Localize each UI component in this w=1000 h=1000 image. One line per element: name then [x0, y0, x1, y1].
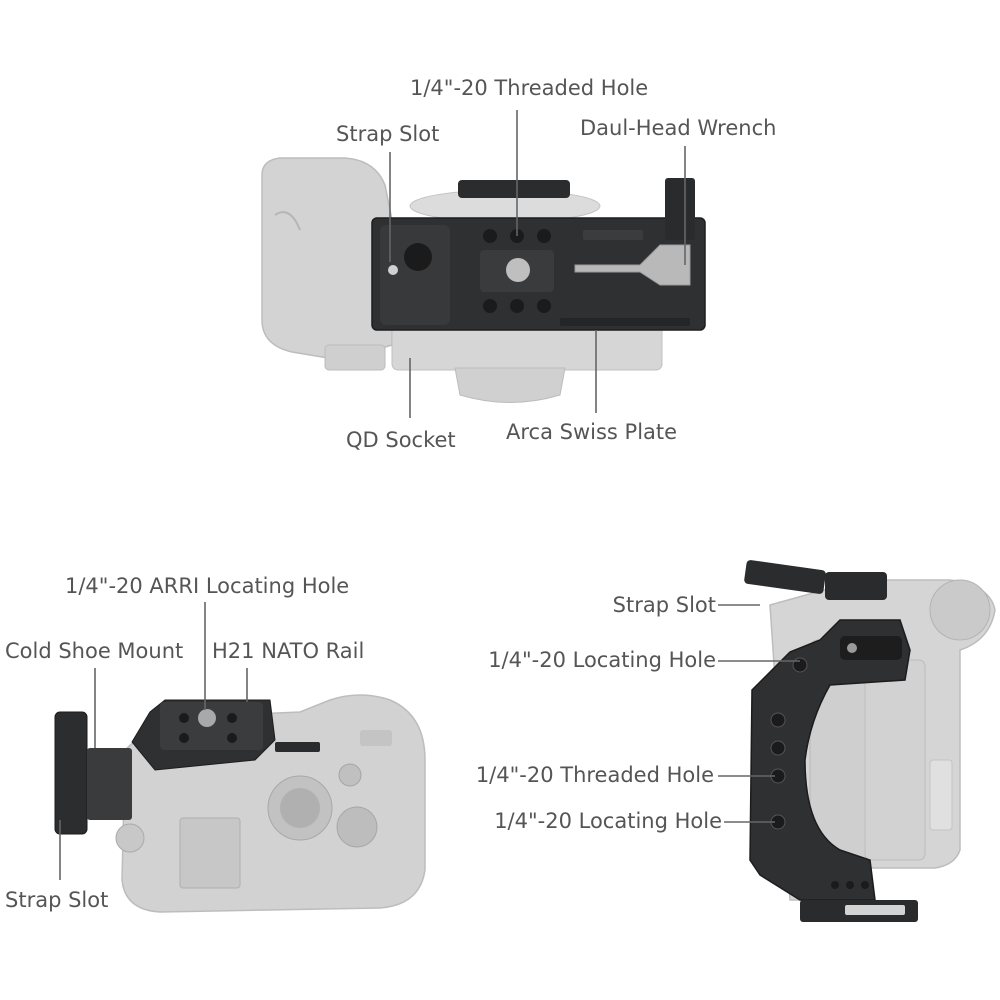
camera-cage-bottom-art	[261, 157, 706, 403]
front-locating-hole-bottom-label: 1/4"-20 Locating Hole	[494, 809, 722, 833]
side-cold-shoe-label: Cold Shoe Mount	[5, 639, 184, 663]
camera-cage-side-art	[744, 560, 996, 922]
top-wrench-label: Daul-Head Wrench	[580, 116, 777, 140]
top-threaded-hole-label: 1/4"-20 Threaded Hole	[410, 76, 649, 100]
front-locating-hole-top-label: 1/4"-20 Locating Hole	[488, 648, 716, 672]
top-qd-socket-label: QD Socket	[346, 428, 456, 452]
front-strap-slot-label: Strap Slot	[612, 593, 716, 617]
side-arri-hole-label: 1/4"-20 ARRI Locating Hole	[65, 574, 350, 598]
leader-lines	[59, 110, 800, 880]
camera-cage-top-art	[54, 694, 426, 913]
side-strap-slot-label: Strap Slot	[5, 888, 109, 912]
front-threaded-hole-label: 1/4"-20 Threaded Hole	[475, 763, 714, 787]
side-nato-rail-label: H21 NATO Rail	[212, 639, 365, 663]
top-strap-slot-label: Strap Slot	[336, 122, 440, 146]
top-arca-plate-label: Arca Swiss Plate	[506, 420, 678, 444]
